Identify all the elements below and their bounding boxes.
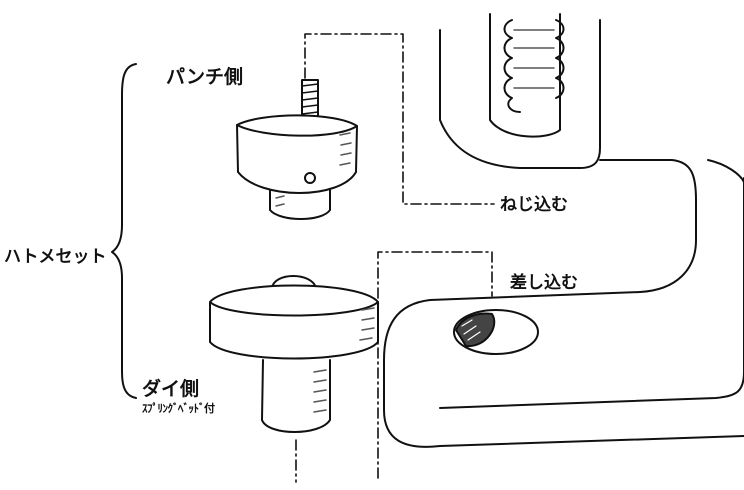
insert-label: 差し込む	[510, 273, 578, 293]
punch-part	[236, 79, 358, 220]
punch-side-label: パンチ側	[166, 66, 243, 88]
guide-screw-in	[304, 33, 495, 205]
die-side-label: ダイ側	[142, 378, 200, 400]
guide-lines	[295, 33, 495, 483]
guide-insert	[377, 251, 493, 479]
screw-in-label: ねじ込む	[500, 195, 568, 215]
die-part	[209, 275, 379, 433]
group-brace	[111, 63, 137, 399]
press-frame	[383, 13, 744, 448]
eyelet-set-label: ハトメセット	[4, 247, 107, 267]
spring-bed-note: ｽﾌﾟﾘﾝｸﾞﾍﾞｯﾄﾞ付	[142, 402, 215, 415]
